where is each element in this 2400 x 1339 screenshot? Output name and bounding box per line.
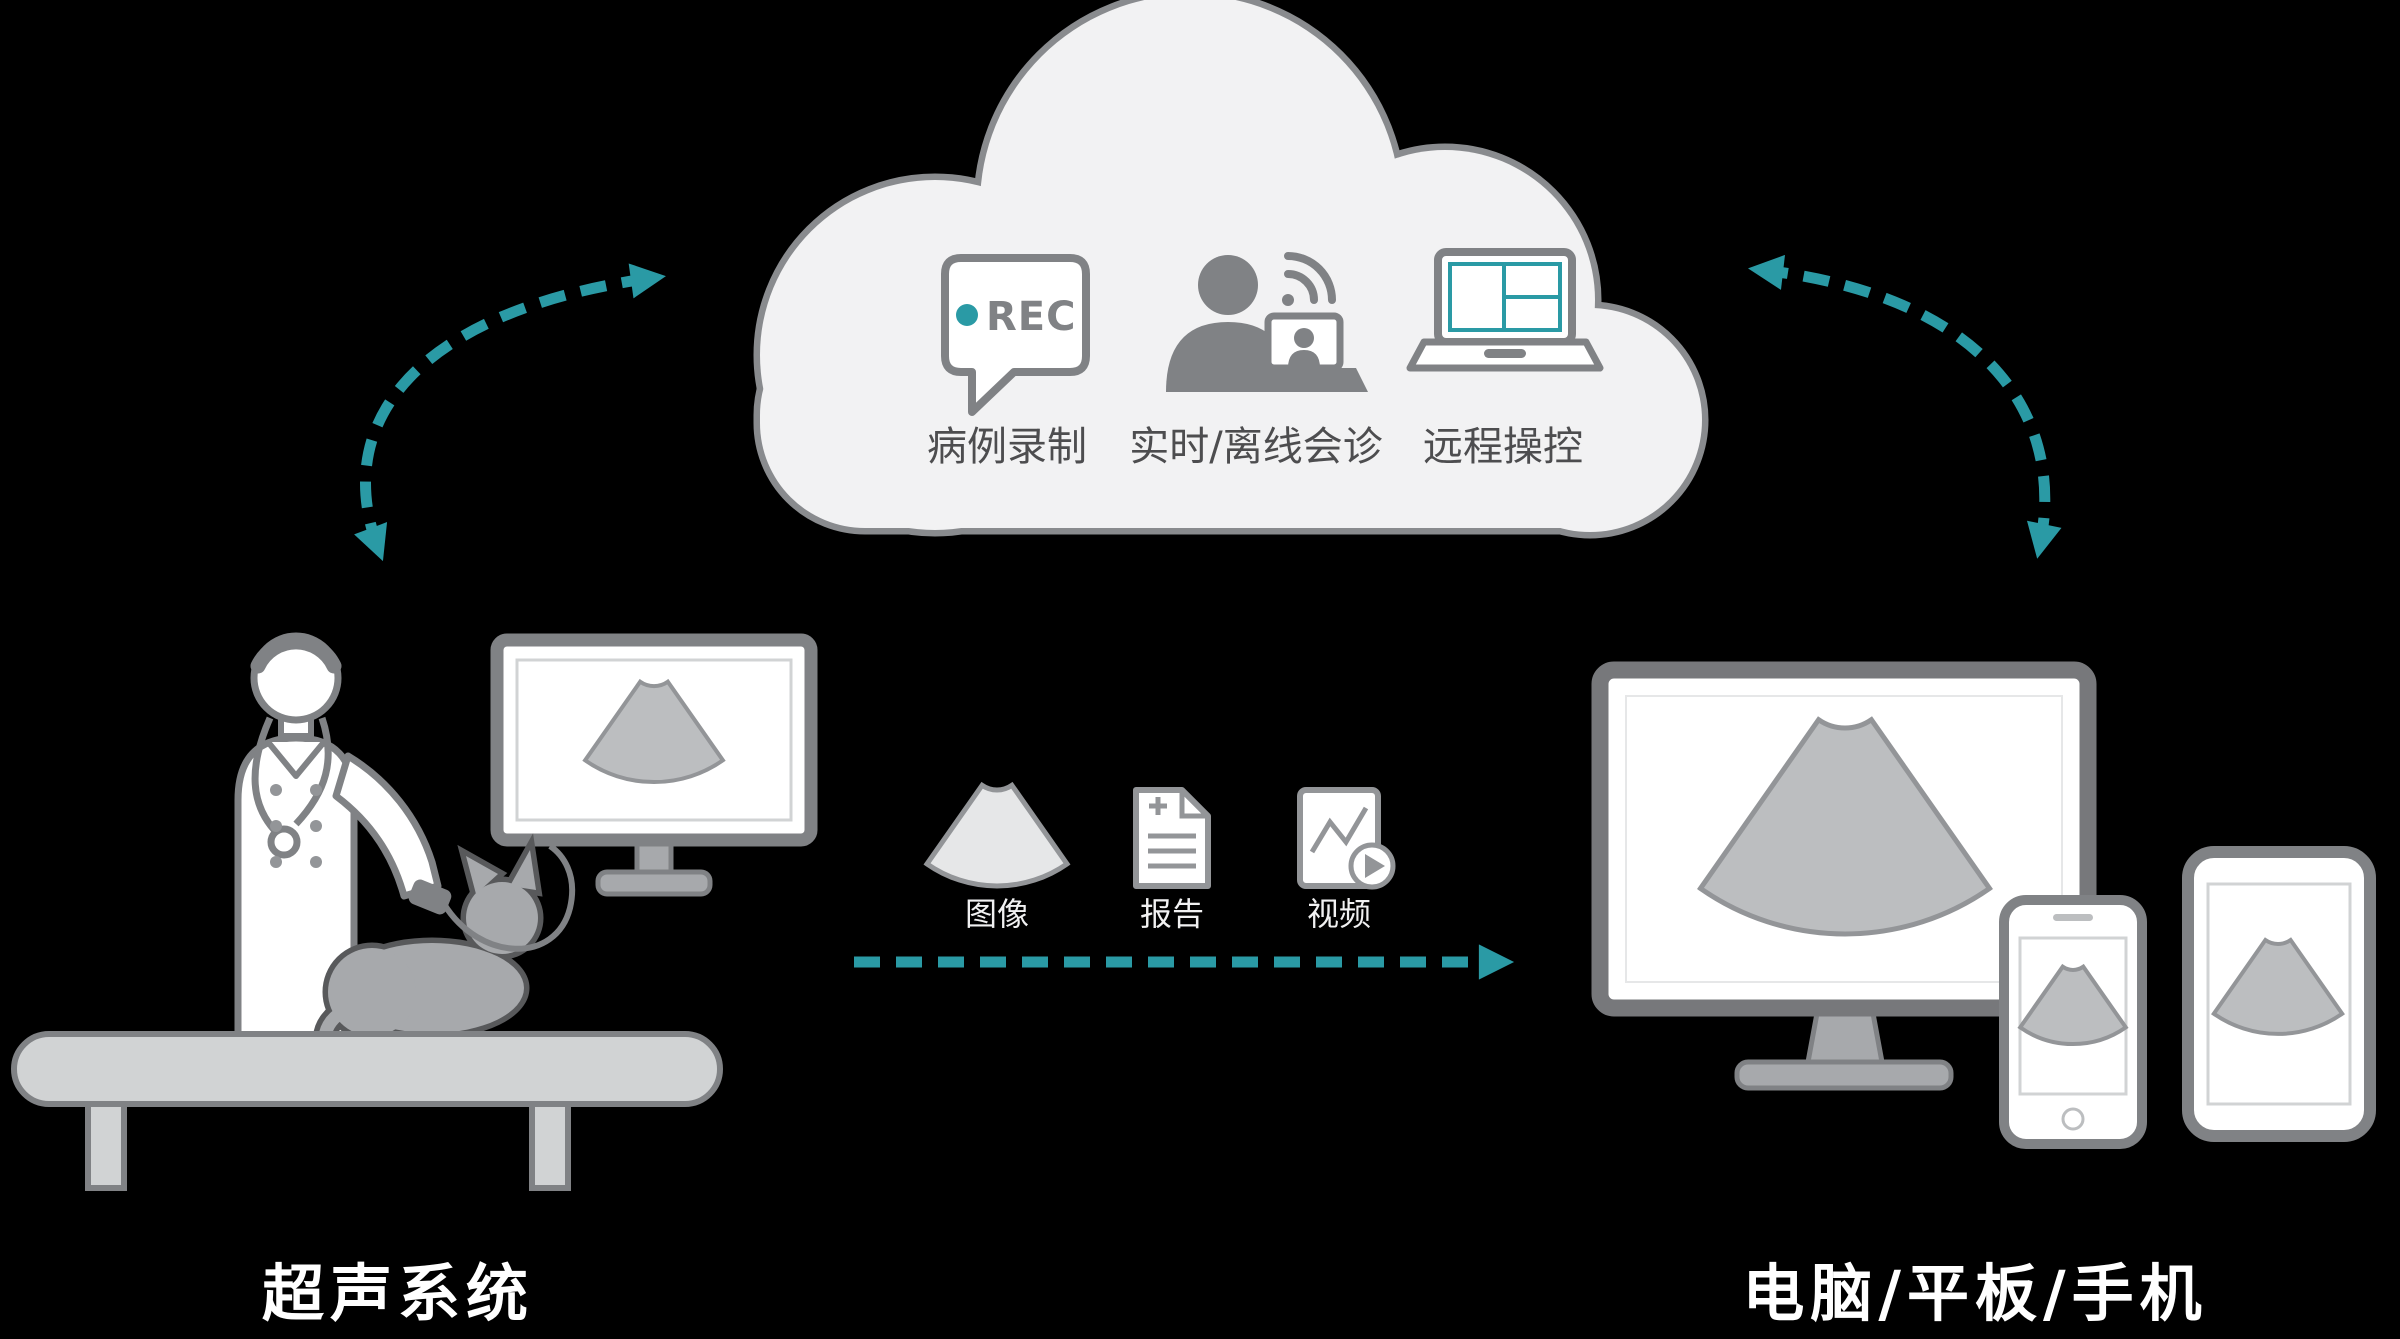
arrow-ultrasound-cloud bbox=[354, 263, 666, 562]
rec-bubble-icon: REC bbox=[941, 254, 1090, 416]
doctor-arm-probe bbox=[332, 752, 576, 952]
rec-text: REC bbox=[986, 294, 1076, 340]
right-node-label: 电脑/平板/手机 bbox=[1742, 1257, 2207, 1330]
arrow-cloud-devices bbox=[1748, 254, 2062, 559]
left-node-label: 超声系统 bbox=[262, 1257, 534, 1330]
probe-cable bbox=[441, 843, 576, 952]
cloud-label-consultation: 实时/离线会诊 bbox=[1129, 424, 1382, 470]
sync-arrows bbox=[354, 254, 2062, 980]
ultrasound-probe bbox=[408, 879, 452, 915]
desktop-monitor bbox=[1591, 661, 2097, 1091]
ultrasound-image-icon bbox=[923, 781, 1071, 889]
cloud-label-remote: 远程操控 bbox=[1423, 424, 1583, 470]
exam-table bbox=[11, 1031, 723, 1191]
transfer-label-image: 图像 bbox=[965, 895, 1029, 933]
smartphone bbox=[1999, 895, 2147, 1149]
transfer-label-report: 报告 bbox=[1140, 895, 1204, 933]
ultrasound-fan-monitor-left bbox=[582, 678, 726, 784]
tablet bbox=[2182, 846, 2376, 1142]
ultrasound-fan-desktop bbox=[1697, 716, 1993, 937]
ultrasound-fan-phone bbox=[2017, 963, 2129, 1046]
doctor-hair bbox=[250, 634, 342, 674]
cloud-label-recording: 病例录制 bbox=[927, 424, 1087, 470]
phone-home-button bbox=[2061, 1107, 2085, 1131]
phone-speaker bbox=[2053, 914, 2093, 921]
consultation-icon bbox=[1166, 252, 1368, 392]
rec-dot bbox=[956, 304, 978, 326]
ultrasound-fan-tablet bbox=[2211, 937, 2345, 1036]
cat-patient bbox=[313, 833, 544, 1074]
ultrasound-monitor bbox=[490, 633, 818, 897]
video-icon bbox=[1297, 787, 1396, 890]
coat-buttons bbox=[270, 784, 322, 868]
report-icon bbox=[1133, 787, 1211, 889]
remote-control-icon bbox=[1406, 248, 1604, 372]
transfer-label-video: 视频 bbox=[1307, 895, 1371, 933]
stethoscope bbox=[251, 716, 332, 859]
